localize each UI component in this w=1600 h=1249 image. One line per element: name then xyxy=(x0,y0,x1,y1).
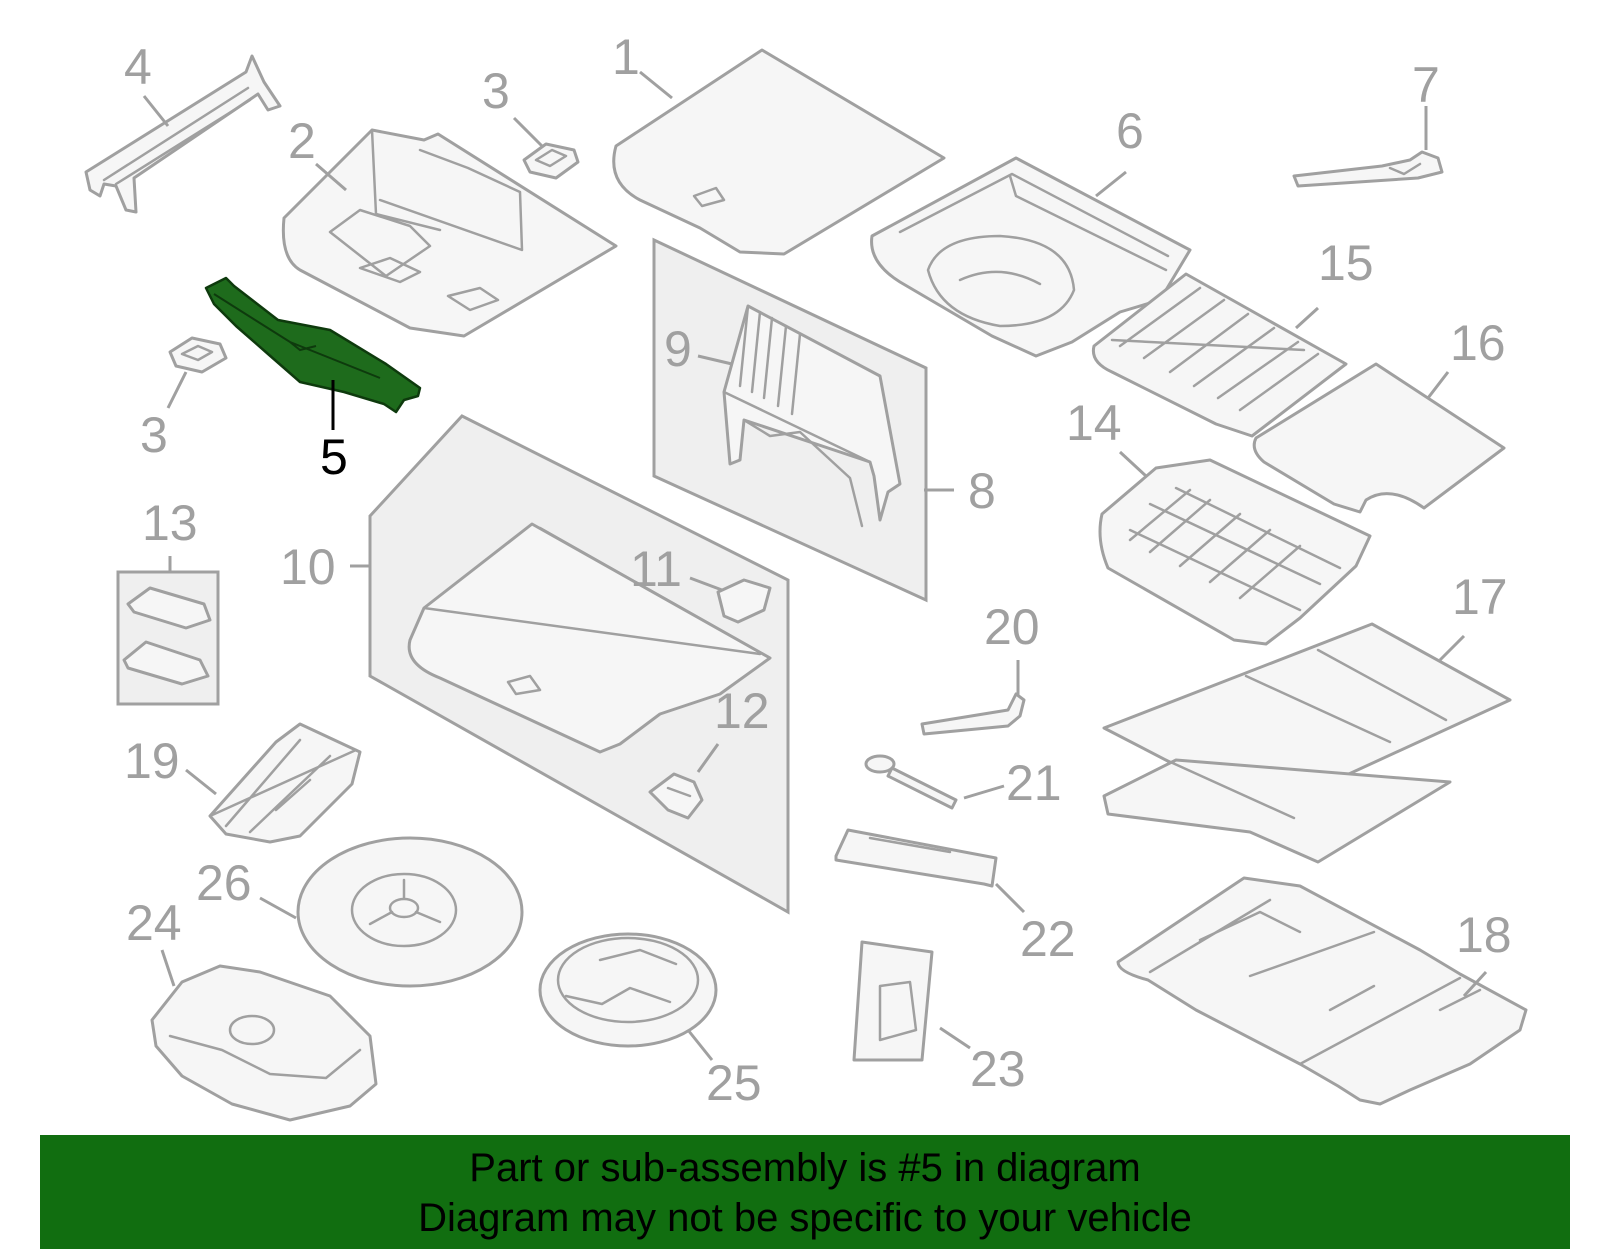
callout-15: 15 xyxy=(1318,235,1374,291)
part-13[interactable] xyxy=(116,570,220,706)
callout-3-left: 3 xyxy=(140,407,168,463)
part-15[interactable] xyxy=(1091,272,1348,438)
leader-3a xyxy=(512,116,544,148)
callout-22: 22 xyxy=(1020,911,1076,967)
callout-10: 10 xyxy=(280,539,336,595)
part-20[interactable] xyxy=(920,692,1026,736)
leader-25 xyxy=(686,1029,714,1061)
part-1[interactable] xyxy=(612,48,946,256)
part-21[interactable] xyxy=(864,754,958,810)
leader-1 xyxy=(639,70,673,100)
part-2[interactable] xyxy=(281,128,618,338)
part-12[interactable] xyxy=(648,772,704,820)
part-18[interactable] xyxy=(1116,876,1528,1106)
leader-26 xyxy=(259,896,297,920)
leader-12 xyxy=(696,743,720,773)
callout-labels: 1 2 3 3 4 5 6 7 8 9 10 11 12 13 14 15 16… xyxy=(124,29,1512,1111)
leader-14 xyxy=(1118,450,1148,478)
callout-1: 1 xyxy=(612,29,640,85)
part-19[interactable] xyxy=(208,722,362,844)
leader-18 xyxy=(1462,970,1488,998)
part-7[interactable] xyxy=(1292,150,1444,188)
leader-6 xyxy=(1095,170,1127,198)
leader-21 xyxy=(963,784,1005,800)
leader-2 xyxy=(315,162,347,192)
part-22[interactable] xyxy=(834,828,998,888)
part-3-clip-top[interactable] xyxy=(522,142,580,180)
callout-24: 24 xyxy=(126,895,182,951)
leader-9 xyxy=(697,354,733,366)
callout-18: 18 xyxy=(1456,907,1512,963)
leader-17 xyxy=(1438,634,1466,662)
part-3-clip-left[interactable] xyxy=(168,336,228,374)
footer-line-1: Part or sub-assembly is #5 in diagram xyxy=(469,1146,1141,1190)
callout-12: 12 xyxy=(714,683,770,739)
part-11[interactable] xyxy=(716,578,772,624)
leader-15 xyxy=(1294,306,1320,330)
leader-11 xyxy=(689,576,723,592)
callout-9: 9 xyxy=(664,321,692,377)
part-14[interactable] xyxy=(1098,458,1372,646)
callout-16: 16 xyxy=(1450,315,1506,371)
callout-7: 7 xyxy=(1412,57,1440,113)
callout-8: 8 xyxy=(968,463,996,519)
leader-23 xyxy=(939,1026,971,1050)
part-9[interactable] xyxy=(722,304,902,528)
part-17[interactable] xyxy=(1102,622,1512,864)
callout-2: 2 xyxy=(288,113,316,169)
leader-19 xyxy=(185,768,217,796)
callout-26: 26 xyxy=(196,855,252,911)
leader-22 xyxy=(994,882,1026,914)
callout-21: 21 xyxy=(1006,755,1062,811)
callout-19: 19 xyxy=(124,733,180,789)
part-23[interactable] xyxy=(852,940,934,1062)
callout-4: 4 xyxy=(124,39,152,95)
leader-4 xyxy=(142,95,170,127)
callout-6: 6 xyxy=(1116,103,1144,159)
leader-3b xyxy=(166,371,188,409)
part-16[interactable] xyxy=(1252,362,1506,514)
callout-5: 5 xyxy=(320,429,348,485)
leader-lines xyxy=(142,70,1488,1061)
callout-25: 25 xyxy=(706,1055,762,1111)
callout-14: 14 xyxy=(1066,395,1122,451)
part-25[interactable] xyxy=(538,932,718,1048)
callout-17: 17 xyxy=(1452,569,1508,625)
footer-banner: Part or sub-assembly is #5 in diagram Di… xyxy=(40,1135,1570,1249)
callout-20: 20 xyxy=(984,599,1040,655)
callout-13: 13 xyxy=(142,495,198,551)
callout-3-top: 3 xyxy=(482,63,510,119)
leader-24 xyxy=(160,949,176,987)
part-26[interactable] xyxy=(296,836,524,988)
leader-16 xyxy=(1426,371,1450,399)
part-24[interactable] xyxy=(150,964,378,1122)
part-5-highlighted[interactable] xyxy=(204,276,422,414)
callout-11: 11 xyxy=(630,541,682,597)
callout-23: 23 xyxy=(970,1041,1026,1097)
footer-line-2: Diagram may not be specific to your vehi… xyxy=(418,1196,1192,1240)
part-4[interactable] xyxy=(84,54,282,214)
part-10[interactable] xyxy=(407,522,772,754)
